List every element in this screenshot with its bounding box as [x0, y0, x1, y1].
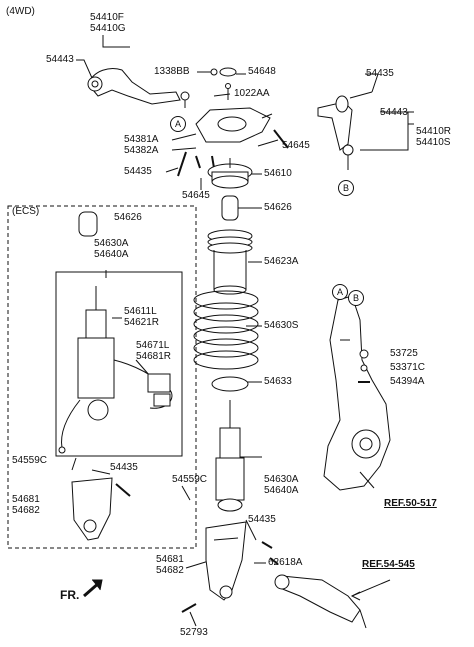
- label-54410F: 54410F: [90, 12, 124, 23]
- cap-54648: [219, 67, 237, 77]
- label-54443-left: 54443: [46, 54, 74, 65]
- bolt-54645-right: [273, 129, 289, 149]
- callout-b-knuckle: B: [348, 290, 364, 306]
- callout-a-upper: A: [170, 116, 186, 132]
- ecs-strut-box: [55, 271, 183, 457]
- upper-arm-right: [317, 91, 373, 170]
- label-54682-ecs: 54682: [12, 505, 40, 516]
- label-54410R: 54410R: [416, 126, 452, 137]
- steering-knuckle: [323, 295, 391, 491]
- label-54648: 54648: [248, 66, 276, 77]
- nut-1338bb: [210, 68, 218, 76]
- label-54645-mid: 54645: [182, 190, 210, 201]
- lower-arm: [274, 574, 367, 629]
- leader-lines: [71, 35, 414, 627]
- label-54640A-main: 54640A: [264, 485, 299, 496]
- front-label: FR.: [60, 588, 80, 602]
- ecs-group-box: [7, 205, 197, 549]
- label-54394A: 54394A: [390, 376, 425, 387]
- label-54630A-ecs: 54630A: [94, 238, 129, 249]
- label-52793: 52793: [180, 627, 208, 638]
- nut-1022aa: [225, 83, 231, 89]
- label-54633: 54633: [264, 376, 292, 387]
- label-54435-top: 54435: [366, 68, 394, 79]
- bolt-54435-mid: [177, 151, 187, 177]
- label-54681-main: 54681: [156, 554, 184, 565]
- label-54630S: 54630S: [264, 320, 299, 331]
- label-54626-main: 54626: [264, 202, 292, 213]
- label-54681R-ecs: 54681R: [136, 351, 172, 362]
- label-54410S: 54410S: [416, 137, 451, 148]
- coil-spring: [193, 290, 259, 370]
- label-62618A: 62618A: [268, 557, 303, 568]
- label-54443-right: 54443: [380, 107, 408, 118]
- label-54681-ecs: 54681: [12, 494, 40, 505]
- label-54610: 54610: [264, 168, 292, 179]
- label-54435-low: 54435: [248, 514, 276, 525]
- label-1338BB: 1338BB: [154, 66, 190, 77]
- lower-fork-ecs: [71, 477, 113, 541]
- label-54435-mid: 54435: [124, 166, 152, 177]
- lower-fork-main: [205, 521, 247, 601]
- mount-bracket: [195, 107, 273, 143]
- variant-label: (4WD): [6, 6, 35, 17]
- label-54381A: 54381A: [124, 134, 159, 145]
- ref-knuckle-link[interactable]: REF.50-517: [384, 498, 437, 509]
- label-53725: 53725: [390, 348, 418, 359]
- ref-arm-link[interactable]: REF.54-545: [362, 559, 415, 570]
- callout-a-knuckle: A: [332, 284, 348, 300]
- label-54410G: 54410G: [90, 23, 126, 34]
- label-54559C-main: 54559C: [172, 474, 208, 485]
- label-54626-ecs: 54626: [114, 212, 142, 223]
- insulator-54610: [207, 158, 253, 189]
- label-54645-right: 54645: [282, 140, 310, 151]
- label-1022AA: 1022AA: [234, 88, 270, 99]
- bump-stopper-ecs: [78, 211, 98, 237]
- label-54623A: 54623A: [264, 256, 299, 267]
- dust-cover: [207, 229, 253, 295]
- upper-arm-left: [87, 68, 190, 108]
- label-54640A-ecs: 54640A: [94, 249, 129, 260]
- callout-b-upper: B: [338, 180, 354, 196]
- strut-assembly: [215, 400, 245, 512]
- label-53371C: 53371C: [390, 362, 426, 373]
- bump-stopper-54626: [221, 195, 239, 221]
- label-54671L: 54671L: [136, 340, 170, 351]
- ecs-strut: [58, 286, 173, 454]
- ecs-title: (ECS): [12, 206, 40, 217]
- label-54611L: 54611L: [124, 306, 157, 317]
- label-54559C-ecs: 54559C: [12, 455, 48, 466]
- label-54382A: 54382A: [124, 145, 159, 156]
- label-54621R: 54621R: [124, 317, 160, 328]
- label-54682-main: 54682: [156, 565, 184, 576]
- spring-pad: [211, 376, 249, 392]
- label-54630A-main: 54630A: [264, 474, 299, 485]
- label-54435-ecs: 54435: [110, 462, 138, 473]
